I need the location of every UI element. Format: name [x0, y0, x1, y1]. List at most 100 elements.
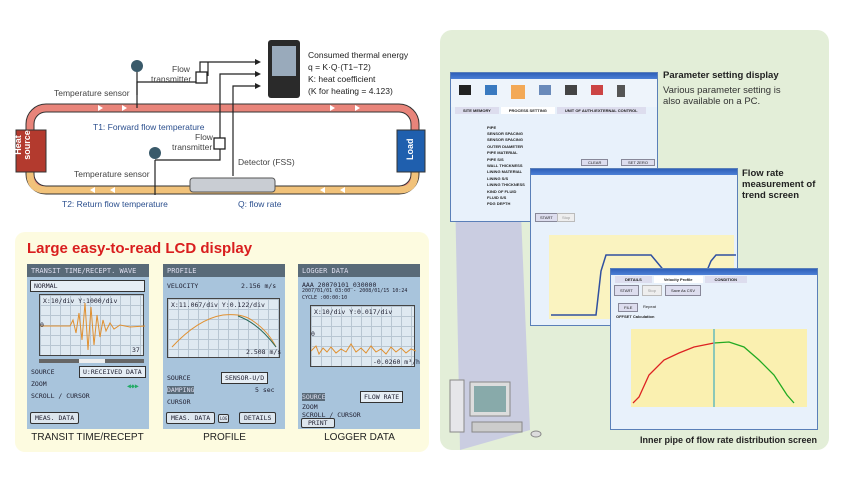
mode-select[interactable]: NORMAL	[30, 280, 145, 292]
details-button[interactable]: DETAILS	[239, 412, 277, 424]
stop-button[interactable]: Stop	[557, 213, 576, 222]
heat-source-label: Heat source	[13, 130, 32, 160]
source-select[interactable]: SENSOR-U/D	[221, 372, 269, 384]
toolbar-icon[interactable]	[485, 85, 497, 95]
tab[interactable]: SITE MEMORY	[455, 107, 499, 114]
button-row: START Stop Save As CSV	[614, 285, 701, 296]
start-button[interactable]: START	[614, 285, 639, 296]
toolbar-icon[interactable]	[511, 85, 525, 99]
parameter-field-label: WALL THICKNESS	[487, 163, 523, 169]
temperature-sensor-label: Temperature sensor	[74, 169, 150, 179]
parameter-field-label: PIPE S/S	[487, 156, 504, 162]
file-button[interactable]: FILE	[618, 303, 639, 312]
screen-header: LOGGER DATA	[298, 264, 420, 277]
detector-label: Detector (FSS)	[238, 157, 295, 167]
parameter-field-label: LINING MATERIAL	[487, 169, 523, 175]
parameter-setting-title: Parameter setting display	[663, 70, 779, 81]
print-button[interactable]: PRINT	[301, 418, 335, 428]
source-label: SOURCE	[302, 393, 326, 401]
flowmeter-screen	[272, 46, 296, 76]
energy-formula: q = K·Q·(T1−T2)	[308, 62, 371, 72]
parameter-field-label: OUTER DIAMETER	[487, 143, 523, 149]
repeat-checkbox[interactable]: Repeat	[643, 304, 656, 309]
damping-label[interactable]: DAMPING	[167, 386, 195, 394]
heat-energy-diagram	[15, 40, 426, 195]
set-zero-button[interactable]: SET ZERO	[621, 159, 655, 166]
source-select[interactable]: U:RECEIVED DATA	[79, 366, 146, 378]
scroll-label: SCROLL / CURSOR	[302, 411, 361, 419]
title-bar	[611, 269, 817, 275]
logger-line	[311, 343, 416, 356]
start-button[interactable]: START	[535, 213, 558, 222]
k-definition: K: heat coefficient	[308, 74, 376, 84]
flow-transmitter-box	[213, 137, 226, 150]
title-bar	[531, 169, 737, 175]
meas-data-button[interactable]: MEAS. DATA	[166, 412, 216, 424]
toolbar-icon[interactable]	[539, 85, 551, 95]
damping-value: 5 sec	[255, 386, 275, 394]
parameter-field-label: SENSOR SPACING	[487, 131, 523, 136]
temperature-sensor-icon	[149, 147, 161, 159]
velocity-label: VELOCITY	[167, 282, 199, 290]
heat-source-box	[15, 129, 47, 173]
screen-header: TRANSIT TIME/RECEPT. WAVE	[27, 264, 149, 277]
profile-plot: X:11.067/div Y:0.122/div 2.508 m/s	[167, 298, 281, 358]
caption-logger: LOGGER DATA	[324, 432, 395, 443]
tab[interactable]: CONDITION	[704, 276, 747, 283]
plot-scale: X:10/div Y:0.017/div	[314, 308, 393, 316]
plot-zero: 0	[40, 321, 44, 329]
tab[interactable]: Velocity Profile	[653, 276, 703, 283]
desktop-computer-icon	[449, 379, 542, 438]
tab[interactable]: UNIT OF AUTH./EXTERNAL CONTROL	[556, 107, 646, 114]
zoom-label: ZOOM	[31, 380, 47, 388]
parameter-setting-desc: also available on a PC.	[663, 96, 761, 107]
k-heating: (K for heating = 4.123)	[308, 86, 393, 96]
scroll-bar[interactable]	[39, 359, 144, 363]
parameter-field-label: KIND OF FLUID	[487, 188, 517, 194]
load-label: Load	[405, 138, 415, 161]
zoom-label: ZOOM	[302, 403, 318, 411]
waveform-plot: X:10/div Y:1000/div 0 37	[39, 294, 145, 356]
toolbar-icon[interactable]	[459, 85, 471, 95]
direction-pad-icon[interactable]: ◀◆▶	[127, 382, 139, 390]
tab[interactable]: DETAILS	[615, 276, 652, 283]
plot-zero: 0	[311, 330, 315, 338]
tabs: DETAILS Velocity Profile CONDITION	[611, 275, 817, 284]
chart-area	[631, 329, 807, 407]
toolbar-icon[interactable]	[565, 85, 577, 95]
plot-corner: -0.0260 m³/h	[373, 358, 420, 366]
parameter-field-label: PDG DEPTH	[487, 201, 511, 207]
meas-data-button[interactable]: MEAS. DATA	[30, 412, 80, 424]
source-select[interactable]: FLOW RATE	[360, 391, 404, 403]
clear-button[interactable]: CLEAR	[581, 159, 609, 166]
trend-title: measurement of	[742, 179, 816, 190]
save-csv-button[interactable]: Save As CSV	[664, 285, 701, 296]
profile-screen-title: Inner pipe of flow rate distribution scr…	[640, 435, 818, 445]
logger-range: 2007/01/01 03:00 - 2008/01/15 10:24	[302, 288, 408, 294]
profile-right-line	[713, 341, 795, 404]
profile-curve	[171, 314, 277, 348]
tab[interactable]: PROCESS SETTING	[500, 107, 555, 114]
flow-transmitter-label: Flow	[195, 132, 213, 142]
flow-transmitter-box	[195, 71, 208, 84]
logger-file: AAA_20070101_030000	[302, 281, 377, 289]
caption-transit: TRANSIT TIME/RECEPT	[31, 432, 144, 443]
tabs: SITE MEMORY PROCESS SETTING UNIT OF AUTH…	[451, 107, 657, 114]
stop-button[interactable]: Stop	[641, 285, 662, 296]
scroll-label: SCROLL / CURSOR	[31, 392, 90, 400]
consumed-energy-title: Consumed thermal energy	[308, 50, 409, 60]
logger-plot: X:10/div Y:0.017/div 0 -0.0260 m³/h	[310, 305, 420, 367]
title-bar	[451, 73, 657, 79]
toolbar-icon[interactable]	[617, 85, 625, 97]
log-button[interactable]: LOG	[218, 414, 230, 423]
parameter-field-label: FLUID S/S	[487, 195, 507, 201]
flow-direction-arrows	[88, 105, 360, 193]
flow-transmitter-label: transmitter	[151, 74, 192, 84]
temperature-sensor-icon	[131, 60, 143, 72]
toolbar-icon[interactable]	[591, 85, 603, 95]
parameter-setting-desc: Various parameter setting is	[663, 85, 781, 96]
flow-rate-label: Q: flow rate	[238, 199, 282, 209]
scroll-thumb[interactable]	[79, 359, 105, 363]
offset-calculation-checkbox[interactable]: OFFSET Calculation	[616, 314, 655, 319]
